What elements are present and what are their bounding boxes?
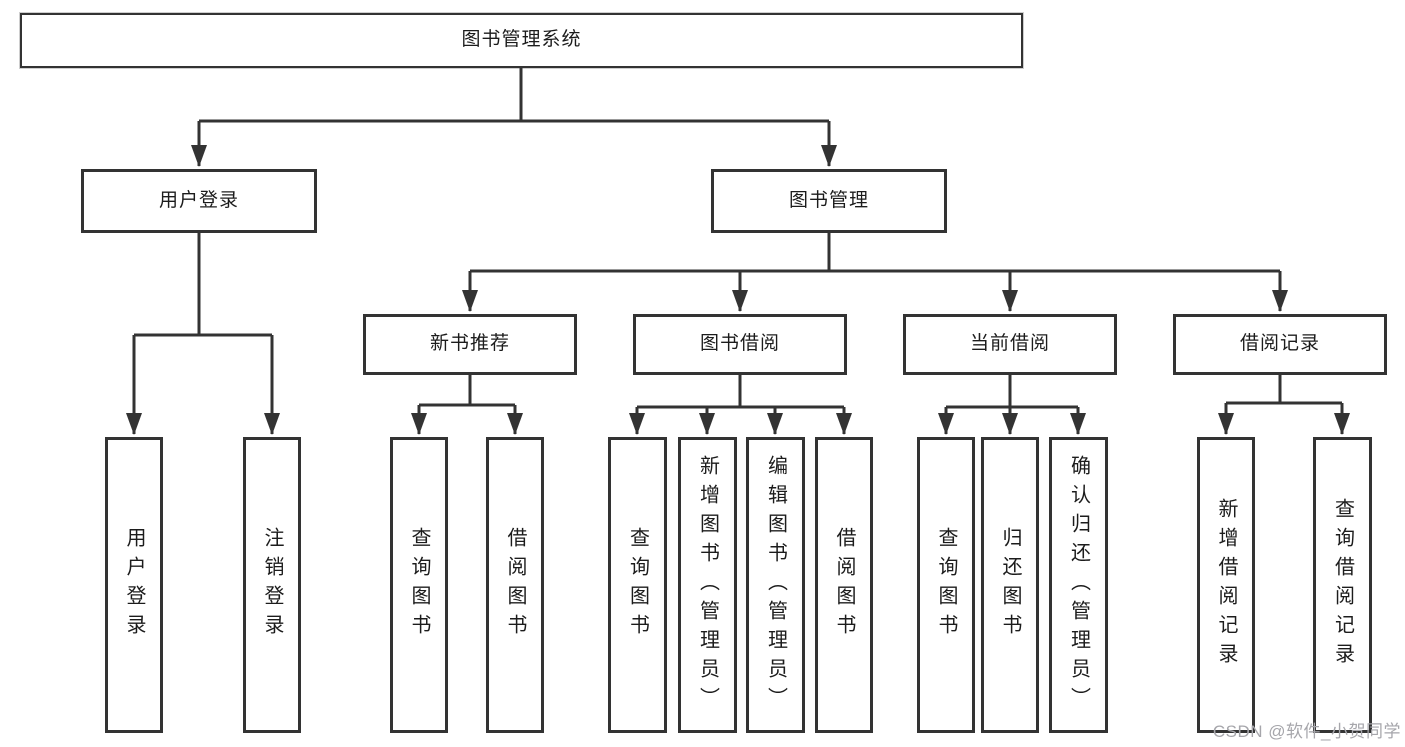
node-new-book-recommendation: 新书推荐	[363, 314, 577, 375]
leaf-return-books: 归还图书	[981, 437, 1039, 733]
node-label: 借阅记录	[1239, 333, 1320, 355]
leaf-add-borrow-record: 新增借阅记录	[1197, 437, 1255, 733]
leaf-query-books-current: 查询图书	[917, 437, 975, 733]
node-label: 归还图书	[999, 527, 1021, 643]
leaf-query-borrow-record: 查询借阅记录	[1313, 437, 1372, 733]
node-label: 新增图书（管理员）	[696, 454, 719, 716]
leaf-query-books-borrow: 查询图书	[608, 437, 667, 733]
node-label: 图书管理系统	[461, 29, 582, 51]
node-borrowing-records: 借阅记录	[1173, 314, 1387, 375]
node-label: 借阅图书	[833, 527, 855, 643]
node-book-management: 图书管理	[711, 169, 947, 233]
leaf-borrow-books-recommend: 借阅图书	[486, 437, 544, 733]
node-label: 新书推荐	[429, 333, 510, 355]
node-label: 查询图书	[626, 527, 649, 643]
leaf-user-login: 用户登录	[105, 437, 163, 733]
node-label: 图书管理	[788, 189, 869, 211]
node-label: 用户登录	[158, 189, 239, 211]
node-label: 当前借阅	[969, 333, 1050, 355]
node-label: 新增借阅记录	[1215, 498, 1237, 672]
node-label: 借阅图书	[504, 527, 526, 643]
connector-user-login-children	[126, 233, 280, 435]
leaf-confirm-return-admin: 确认归还（管理员）	[1049, 437, 1108, 733]
csdn-watermark: CSDN @软件_小贺同学	[1212, 722, 1401, 741]
connector-borrow-records-children	[1218, 375, 1350, 435]
connector-book-management-to-level3	[462, 233, 1288, 312]
leaf-query-books-recommend: 查询图书	[390, 437, 448, 733]
leaf-edit-books-admin: 编辑图书（管理员）	[746, 437, 805, 733]
node-label: 查询图书	[408, 527, 430, 643]
leaf-logout: 注销登录	[243, 437, 301, 733]
leaf-add-books-admin: 新增图书（管理员）	[678, 437, 737, 733]
node-label: 查询图书	[935, 527, 957, 643]
node-user-login: 用户登录	[81, 169, 317, 233]
connector-new-books-children	[411, 375, 523, 435]
connector-current-borrow-children	[938, 375, 1086, 435]
node-label: 用户登录	[123, 527, 145, 643]
node-label: 查询借阅记录	[1331, 498, 1354, 672]
connector-root-to-level2	[191, 68, 837, 167]
node-label: 编辑图书（管理员）	[764, 454, 787, 716]
node-book-borrowing: 图书借阅	[633, 314, 847, 375]
node-label: 确认归还（管理员）	[1067, 454, 1090, 716]
node-label: 图书借阅	[699, 333, 780, 355]
node-label: 注销登录	[261, 527, 283, 643]
node-current-borrowing: 当前借阅	[903, 314, 1117, 375]
node-root-library-system: 图书管理系统	[20, 13, 1023, 68]
leaf-borrow-books: 借阅图书	[815, 437, 873, 733]
connector-book-borrow-children	[629, 375, 852, 435]
